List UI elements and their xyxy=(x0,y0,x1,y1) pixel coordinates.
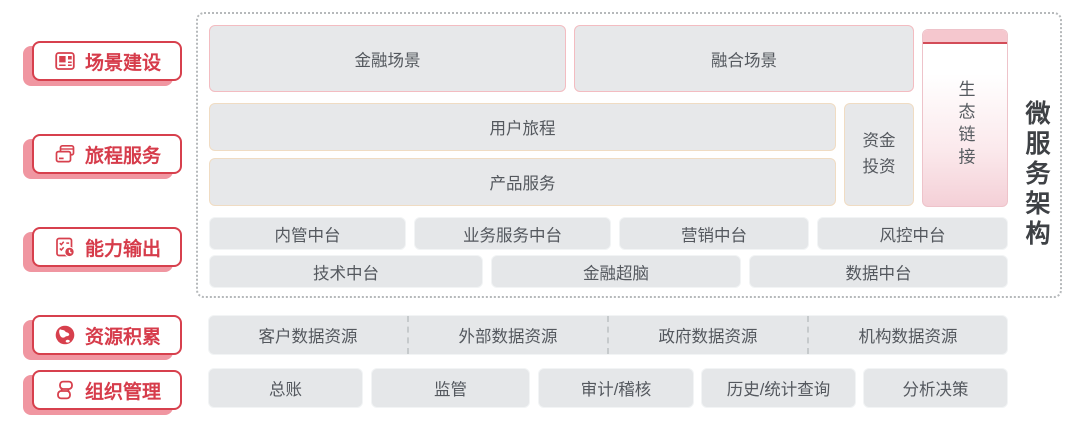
sidebar-item-label: 资源积累 xyxy=(84,326,161,348)
box-label: 总账 xyxy=(269,381,302,399)
box-label: 审计/稽核 xyxy=(580,381,652,399)
box-internal-mgmt-platform: 内管中台 xyxy=(209,217,406,250)
box-marketing-platform: 营销中台 xyxy=(619,217,809,250)
checklist-clock-icon xyxy=(53,235,77,259)
box-risk-control-platform: 风控中台 xyxy=(817,217,1008,250)
layout-grid-icon xyxy=(53,49,77,73)
box-label: 营销中台 xyxy=(681,226,747,245)
box-label: 融合场景 xyxy=(711,51,777,70)
sidebar-item-label: 组织管理 xyxy=(84,381,161,403)
sidebar-item-label: 能力输出 xyxy=(84,238,161,260)
box-fusion-scene: 融合场景 xyxy=(574,25,914,92)
resource-cell-external: 外部数据资源 xyxy=(407,316,607,354)
box-financial-scene: 金融场景 xyxy=(209,25,566,92)
sidebar-item-resource-accumulation: 资源积累 xyxy=(23,315,183,361)
sidebar-item-label: 旅程服务 xyxy=(84,145,161,167)
resource-cell-customer: 客户数据资源 xyxy=(258,328,358,346)
box-label: 产品服务 xyxy=(489,175,556,193)
box-label: 金融场景 xyxy=(354,51,421,70)
sidebar-item-label: 场景建设 xyxy=(84,52,161,74)
ecosystem-header-strip xyxy=(923,30,1007,44)
box-label: 监管 xyxy=(434,381,467,399)
sidebar-item-journey-service: 旅程服务 xyxy=(23,134,183,180)
box-label: 历史/统计查询 xyxy=(726,381,831,399)
box-user-journey: 用户旅程 xyxy=(209,103,836,151)
sidebar-item-scene-building: 场景建设 xyxy=(23,41,183,87)
microservice-frame xyxy=(196,12,1062,298)
box-label-line: 投资 xyxy=(862,157,896,176)
box-technology-platform: 技术中台 xyxy=(209,255,483,288)
chain-link-icon xyxy=(53,378,77,402)
box-label: 风控中台 xyxy=(879,226,946,245)
box-label: 用户旅程 xyxy=(489,120,556,138)
data-resources-bar: 客户数据资源 外部数据资源 政府数据资源 机构数据资源 xyxy=(208,315,1008,355)
box-financial-superbrain: 金融超脑 xyxy=(491,255,741,288)
box-audit: 审计/稽核 xyxy=(538,368,694,408)
box-label: 分析决策 xyxy=(902,381,969,399)
box-general-ledger: 总账 xyxy=(208,368,363,408)
resource-cell-institution: 机构数据资源 xyxy=(807,316,1007,354)
box-label: 生态链接 xyxy=(955,80,975,170)
box-data-platform: 数据中台 xyxy=(749,255,1008,288)
box-history-statistics-query: 历史/统计查询 xyxy=(701,368,856,408)
stacked-cards-icon xyxy=(53,142,77,166)
box-ecosystem-link: 生态链接 xyxy=(922,29,1008,207)
box-label: 数据中台 xyxy=(845,264,912,283)
resource-cell-government: 政府数据资源 xyxy=(607,316,807,354)
microservice-architecture-label: 微服务架构 xyxy=(1022,100,1050,250)
box-analysis-decision: 分析决策 xyxy=(863,368,1008,408)
box-label: 内管中台 xyxy=(274,226,341,245)
globe-icon xyxy=(53,323,77,347)
sidebar-item-capability-output: 能力输出 xyxy=(23,227,183,273)
box-label-line: 资金 xyxy=(862,131,896,150)
box-product-service: 产品服务 xyxy=(209,158,836,206)
box-fund-investment: 资金 投资 xyxy=(844,103,914,206)
box-label: 金融超脑 xyxy=(583,264,649,283)
box-regulation: 监管 xyxy=(371,368,530,408)
box-label: 业务服务中台 xyxy=(463,226,562,245)
sidebar-item-organization-management: 组织管理 xyxy=(23,370,183,416)
box-business-service-platform: 业务服务中台 xyxy=(414,217,611,250)
box-label: 技术中台 xyxy=(313,264,379,283)
